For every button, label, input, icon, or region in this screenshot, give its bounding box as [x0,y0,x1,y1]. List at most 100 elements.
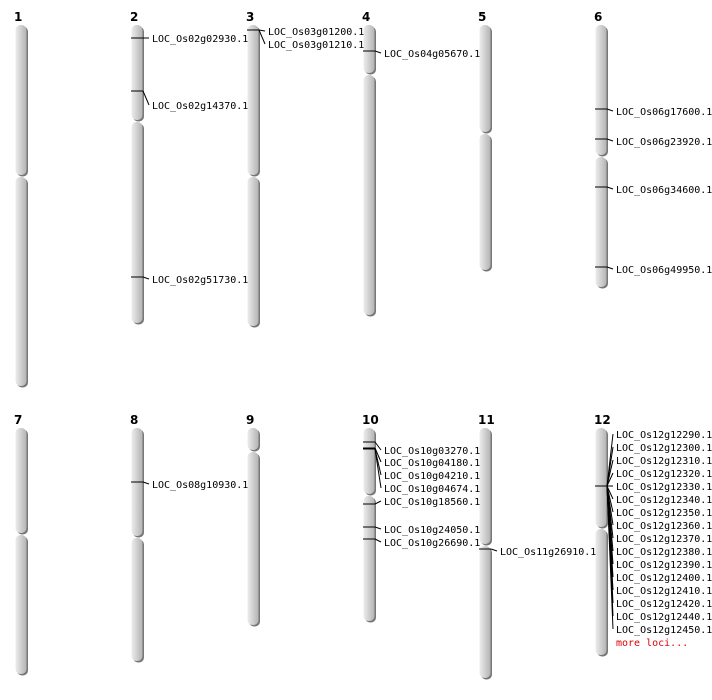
chromosome-1: 1 [14,10,28,388]
chromosome-number: 10 [362,413,379,427]
chromosome-12: 12LOC_Os12g12290.1LOC_Os12g12300.1LOC_Os… [594,413,712,657]
locus-marker[interactable]: LOC_Os10g04674.1 [363,448,480,495]
chromosome-long-arm [15,177,27,386]
locus-label[interactable]: LOC_Os02g02930.1 [152,34,248,45]
locus-label[interactable]: LOC_Os12g12400.1 [616,573,712,584]
locus-label[interactable]: LOC_Os12g12410.1 [616,586,712,597]
locus-label[interactable]: LOC_Os04g05670.1 [384,49,480,60]
chromosome-6: 6LOC_Os06g17600.1LOC_Os06g23920.1LOC_Os0… [594,10,712,289]
locus-marker[interactable]: LOC_Os10g03270.1 [363,441,480,457]
chromosome-number: 8 [130,413,138,427]
locus-marker[interactable]: LOC_Os06g17600.1 [595,107,712,118]
locus-label[interactable]: LOC_Os12g12380.1 [616,547,712,558]
chromosome-short-arm [131,25,143,120]
locus-label[interactable]: LOC_Os12g12290.1 [616,430,712,441]
chromosome-number: 2 [130,10,138,24]
locus-label[interactable]: LOC_Os10g03270.1 [384,446,480,457]
locus-marker[interactable]: LOC_Os10g24050.1 [363,525,480,536]
locus-marker[interactable]: LOC_Os02g02930.1 [131,34,248,45]
chromosome-long-arm [15,535,27,674]
chromosome-long-arm [131,538,143,661]
chromosome-short-arm [479,25,491,132]
locus-marker[interactable]: LOC_Os12g12450.1 [595,485,712,636]
locus-label[interactable]: LOC_Os06g34600.1 [616,185,712,196]
chromosome-number: 11 [478,413,495,427]
locus-label[interactable]: LOC_Os12g12310.1 [616,456,712,467]
chromosome-number: 1 [14,10,22,24]
locus-label[interactable]: LOC_Os02g14370.1 [152,101,248,112]
locus-label[interactable]: LOC_Os12g12420.1 [616,599,712,610]
locus-marker[interactable]: LOC_Os02g51730.1 [131,275,248,286]
chromosome-short-arm [363,428,375,494]
locus-label[interactable]: LOC_Os06g23920.1 [616,137,712,148]
chromosome-long-arm [479,546,491,678]
chromosome-short-arm [595,25,607,155]
chromosome-long-arm [363,75,375,315]
chromosome-short-arm [247,25,259,175]
locus-label[interactable]: LOC_Os02g51730.1 [152,275,248,286]
locus-marker[interactable]: LOC_Os04g05670.1 [363,49,480,60]
chromosome-short-arm [595,428,607,527]
locus-label[interactable]: LOC_Os12g12320.1 [616,469,712,480]
locus-label[interactable]: LOC_Os10g04210.1 [384,471,480,482]
locus-label[interactable]: LOC_Os03g01200.1 [268,27,364,38]
locus-marker[interactable]: LOC_Os11g26910.1 [479,547,596,558]
locus-label[interactable]: LOC_Os10g26690.1 [384,538,480,549]
more-loci-link[interactable]: more loci... [616,638,688,649]
locus-label[interactable]: LOC_Os12g12370.1 [616,534,712,545]
chromosome-10: 10LOC_Os10g03270.1LOC_Os10g04180.1LOC_Os… [362,413,480,623]
chromosome-long-arm [247,452,259,625]
locus-label[interactable]: LOC_Os12g12440.1 [616,612,712,623]
locus-label[interactable]: LOC_Os10g04180.1 [384,458,480,469]
locus-label[interactable]: LOC_Os03g01210.1 [268,40,364,51]
chromosome-number: 7 [14,413,22,427]
chromosome-7: 7 [14,413,28,676]
locus-marker[interactable]: LOC_Os03g01210.1 [247,29,364,51]
chromosome-5: 5 [478,10,492,272]
chromosome-long-arm [479,134,491,270]
locus-marker[interactable]: LOC_Os03g01200.1 [247,27,364,38]
chromosome-long-arm [595,157,607,287]
locus-marker[interactable]: LOC_Os10g18560.1 [363,497,480,508]
chromosome-short-arm [247,428,259,450]
locus-label[interactable]: LOC_Os06g17600.1 [616,107,712,118]
locus-label[interactable]: LOC_Os12g12450.1 [616,625,712,636]
locus-marker[interactable]: LOC_Os12g12330.1 [595,482,712,493]
chromosome-number: 6 [594,10,602,24]
locus-marker[interactable]: LOC_Os08g10930.1 [131,480,248,491]
locus-marker[interactable]: LOC_Os10g04180.1 [363,447,480,469]
locus-label[interactable]: LOC_Os12g12330.1 [616,482,712,493]
chromosome-long-arm [131,122,143,323]
locus-label[interactable]: LOC_Os12g12360.1 [616,521,712,532]
locus-marker[interactable]: LOC_Os10g26690.1 [363,538,480,549]
locus-label[interactable]: LOC_Os12g12390.1 [616,560,712,571]
chromosome-number: 3 [246,10,254,24]
chromosome-number: 5 [478,10,486,24]
locus-label[interactable]: LOC_Os10g18560.1 [384,497,480,508]
locus-label[interactable]: LOC_Os06g49950.1 [616,265,712,276]
locus-label[interactable]: LOC_Os12g12300.1 [616,443,712,454]
chromosome-2: 2LOC_Os02g02930.1LOC_Os02g14370.1LOC_Os0… [130,10,248,325]
chromosome-short-arm [479,428,491,544]
locus-marker[interactable]: LOC_Os06g49950.1 [595,265,712,276]
locus-label[interactable]: LOC_Os08g10930.1 [152,480,248,491]
chromosome-number: 9 [246,413,254,427]
chromosome-short-arm [363,25,375,73]
chromosome-9: 9 [246,413,260,627]
locus-marker[interactable]: LOC_Os02g14370.1 [131,90,248,112]
locus-label[interactable]: LOC_Os12g12340.1 [616,495,712,506]
chromosome-long-arm [595,529,607,655]
locus-marker[interactable]: LOC_Os06g34600.1 [595,185,712,196]
chromosome-short-arm [15,25,27,175]
locus-label[interactable]: LOC_Os10g04674.1 [384,484,480,495]
locus-marker[interactable]: LOC_Os06g23920.1 [595,137,712,148]
locus-label[interactable]: LOC_Os12g12350.1 [616,508,712,519]
locus-label[interactable]: LOC_Os10g24050.1 [384,525,480,536]
locus-label[interactable]: LOC_Os11g26910.1 [500,547,596,558]
chromosome-number: 4 [362,10,370,24]
